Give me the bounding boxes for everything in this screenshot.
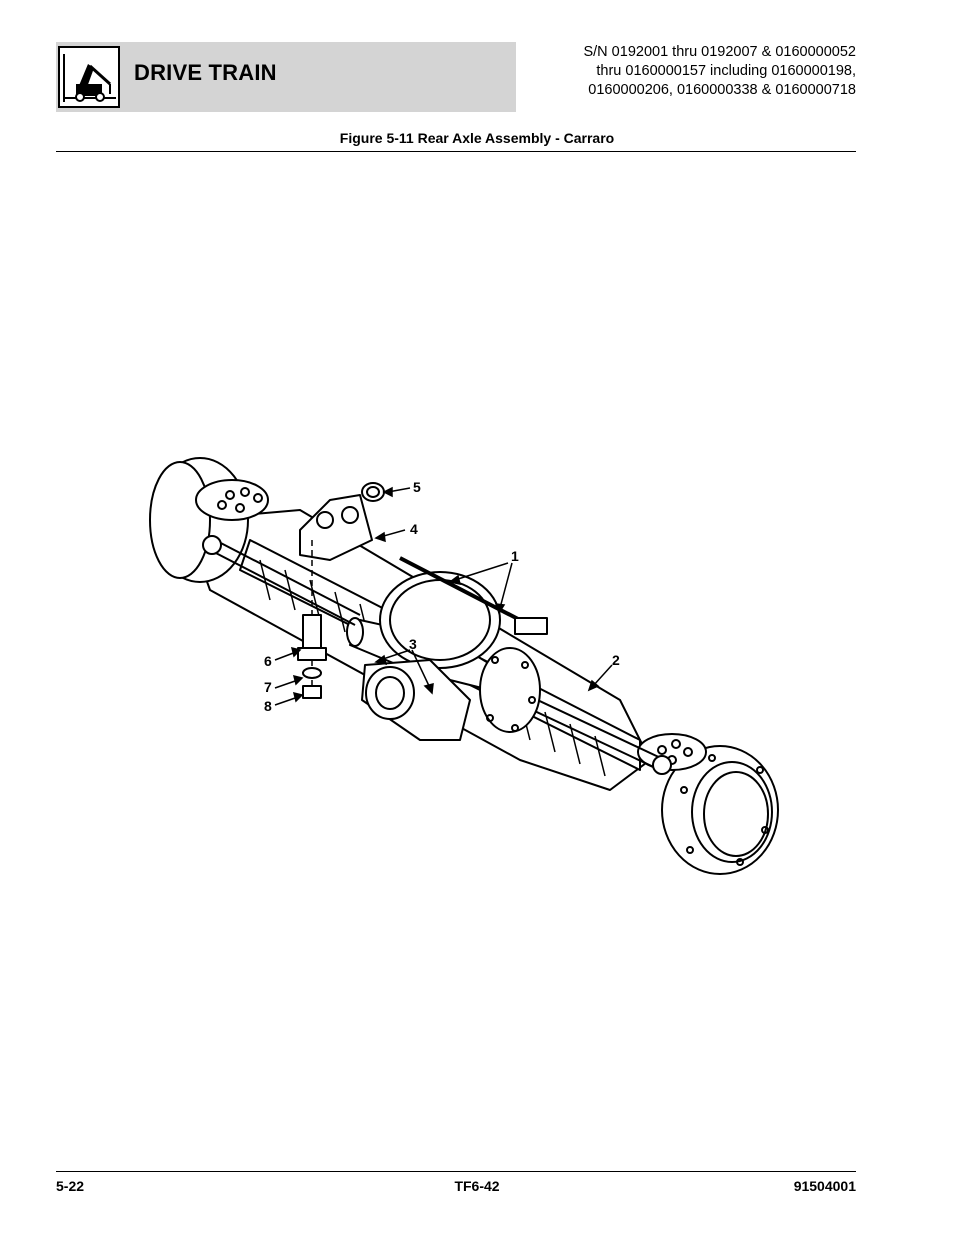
serial-line: 0160000206, 0160000338 & 0160000718 (588, 82, 856, 98)
telehandler-icon (58, 46, 120, 108)
section-header-box (56, 42, 516, 112)
serial-line: S/N 0192001 thru 0192007 & 0160000052 (583, 44, 856, 60)
manual-part-number: 91504001 (793, 1178, 856, 1194)
serial-line: thru 0160000157 including 0160000198, (596, 63, 856, 79)
callout-label: 1 (511, 548, 519, 564)
callout-label: 4 (410, 521, 418, 537)
callout-label: 2 (612, 652, 620, 668)
callout-label: 5 (413, 479, 421, 495)
header-divider (56, 151, 856, 152)
callout-label: 7 (264, 679, 272, 695)
figure-title: Figure 5-11 Rear Axle Assembly - Carraro (339, 130, 615, 146)
callout-label: 3 (409, 636, 417, 652)
serial-number-range: S/N 0192001 thru 0192007 & 0160000052 th… (526, 43, 856, 100)
callout-label: 8 (264, 698, 272, 714)
section-title: DRIVE TRAIN (134, 60, 277, 85)
callout-label: 6 (264, 653, 272, 669)
footer-divider (56, 1171, 856, 1172)
document-code: TF6-42 (454, 1178, 500, 1194)
page-number: 5-22 (56, 1178, 85, 1194)
